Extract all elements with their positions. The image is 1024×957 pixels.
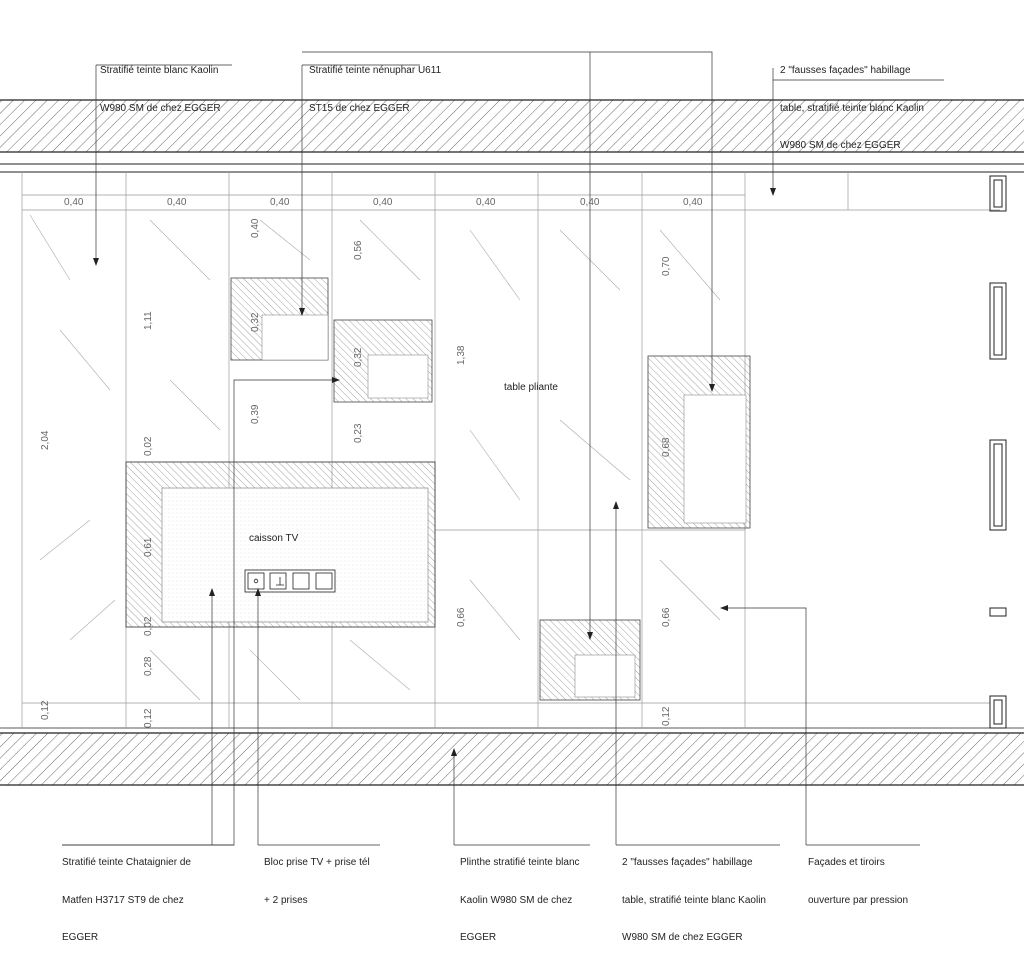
note-plinthe: Plinthe stratifié teinte blanc Kaolin W9…	[460, 832, 580, 957]
height-dim-col5-a: 1,38	[456, 345, 467, 365]
height-dim-col2-c: 0,61	[143, 537, 154, 557]
note-chataignier-line-1: Stratifié teinte Chataignier de	[62, 857, 191, 868]
note-facades-bottom-line-1: 2 "fausses façades" habillage	[622, 857, 753, 868]
height-dim-col2-b: 0,02	[143, 436, 154, 456]
height-dim-col3-b: 0,32	[250, 312, 261, 332]
note-facades-top-line-1: 2 "fausses façades" habillage	[780, 65, 911, 76]
elevation-drawing: 0,40 0,40 0,40 0,40 0,40 0,40 0,40 2,04 …	[0, 51, 1024, 846]
height-dim-col7-c: 0,66	[661, 607, 672, 627]
floor-band	[0, 727, 1024, 786]
note-chataignier: Stratifié teinte Chataignier de Matfen H…	[62, 832, 191, 957]
note-facades-top-line-3: W980 SM de chez EGGER	[780, 140, 901, 151]
note-plinthe-line-3: EGGER	[460, 932, 497, 943]
note-bloc-prise: Bloc prise TV + prise tél + 2 prises	[264, 832, 370, 920]
height-dim-col4-c: 0,23	[353, 423, 364, 443]
note-pression-line-1: Façades et tiroirs	[808, 857, 885, 868]
note-nenuphar-line-2: ST15 de chez EGGER	[309, 102, 410, 114]
height-dim-col7-d: 0,12	[661, 706, 672, 726]
leader-arrowheads	[93, 188, 776, 756]
tv-box	[125, 461, 436, 628]
height-dim-col4-b: 0,32	[353, 347, 364, 367]
note-chataignier-line-3: EGGER	[62, 932, 99, 943]
height-dimensions: 2,04 0,12 1,11 0,02 0,61 0,02 0,28 0,12 …	[40, 218, 672, 728]
height-dim-col2-d: 0,02	[143, 616, 154, 636]
note-chataignier-line-2: Matfen H3717 ST9 de chez	[62, 894, 184, 906]
note-facades-bottom: 2 "fausses façades" habillage table, str…	[622, 832, 766, 957]
note-facades-bottom-line-2: table, stratifié teinte blanc Kaolin	[622, 894, 766, 906]
note-facades-top-line-2: table, stratifié teinte blanc Kaolin	[780, 102, 924, 114]
note-facades-top: 2 "fausses façades" habillage table, str…	[780, 40, 924, 165]
note-facades-bottom-line-3: W980 SM de chez EGGER	[622, 932, 743, 943]
height-dim-col3-c: 0,39	[250, 404, 261, 424]
note-kaolin-top-line-1: Stratifié teinte blanc Kaolin	[100, 65, 219, 76]
height-dim-col1-plinth: 0,12	[40, 700, 51, 720]
top-wall	[0, 99, 1024, 173]
label-table-pliante: table pliante	[504, 382, 558, 393]
note-nenuphar-line-1: Stratifié teinte nénuphar U611	[309, 65, 442, 76]
label-caisson-tv: caisson TV	[249, 533, 299, 544]
note-plinthe-line-1: Plinthe stratifié teinte blanc	[460, 857, 580, 868]
width-dim-6: 0,40	[580, 197, 600, 208]
note-plinthe-line-2: Kaolin W980 SM de chez	[460, 894, 573, 906]
opening-diagonals	[29, 214, 721, 701]
note-kaolin-top: Stratifié teinte blanc Kaolin W980 SM de…	[100, 40, 221, 128]
height-dim-col2-e: 0,28	[143, 656, 154, 676]
note-pression-line-2: ouverture par pression	[808, 894, 909, 906]
width-dim-3: 0,40	[270, 197, 290, 208]
note-pression: Façades et tiroirs ouverture par pressio…	[808, 832, 908, 920]
note-bloc-prise-line-2: + 2 prises	[264, 894, 308, 906]
height-dim-col2-a: 1,11	[143, 311, 154, 330]
right-wall-openings	[989, 175, 1007, 729]
cabinet-columns	[21, 172, 1000, 728]
height-dim-col7-a: 0,70	[661, 256, 672, 276]
height-dim-col5-b: 0,66	[456, 607, 467, 627]
width-dim-2: 0,40	[167, 197, 187, 208]
height-dim-overall: 2,04	[40, 430, 51, 450]
note-kaolin-top-line-2: W980 SM de chez EGGER	[100, 102, 221, 114]
width-dim-1: 0,40	[64, 197, 84, 208]
width-dim-7: 0,40	[683, 197, 703, 208]
width-dim-4: 0,40	[373, 197, 393, 208]
socket-block	[244, 569, 336, 593]
height-dim-col2-f: 0,12	[143, 708, 154, 728]
height-dim-col7-b: 0,68	[661, 437, 672, 457]
width-dim-5: 0,40	[476, 197, 496, 208]
note-bloc-prise-line-1: Bloc prise TV + prise tél	[264, 857, 370, 868]
height-dim-col4-a: 0,56	[353, 240, 364, 260]
note-nenuphar: Stratifié teinte nénuphar U611 ST15 de c…	[309, 40, 441, 128]
height-dim-col3-a: 0,40	[250, 218, 261, 238]
width-dimensions: 0,40 0,40 0,40 0,40 0,40 0,40 0,40	[64, 197, 703, 208]
